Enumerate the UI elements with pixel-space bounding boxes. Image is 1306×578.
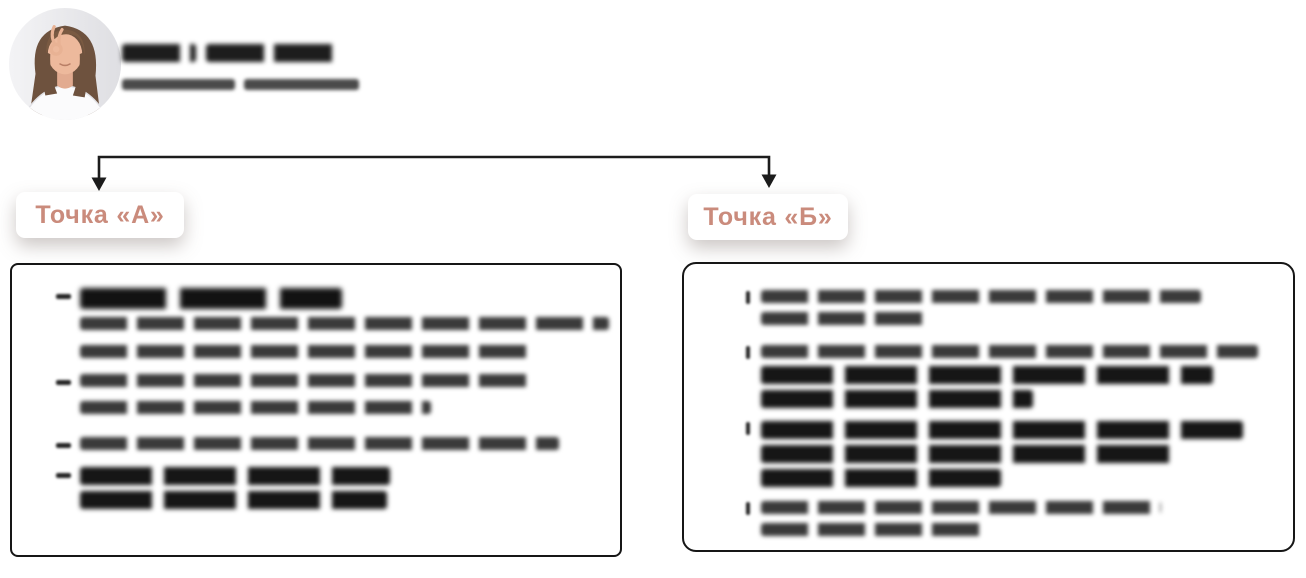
- redacted-text-line: [244, 79, 359, 90]
- redacted-text-line: [80, 288, 342, 309]
- bullet-marker: [746, 291, 750, 304]
- avatar: [6, 5, 124, 123]
- list-item: [56, 437, 602, 450]
- bullet-marker: [746, 346, 750, 359]
- profile-name-redacted: [122, 44, 359, 62]
- redacted-text-line: [80, 345, 532, 358]
- redacted-text-line: [761, 345, 1258, 358]
- bullet-marker: [746, 502, 750, 515]
- item-lines: [80, 467, 390, 509]
- bullet-marker: [56, 473, 71, 478]
- redacted-text-line: [80, 467, 390, 485]
- item-lines: [761, 345, 1258, 408]
- list-item: [56, 288, 609, 358]
- redacted-text-line: [80, 437, 559, 450]
- item-lines: [761, 421, 1243, 487]
- point-b-panel: [682, 262, 1295, 552]
- list-item: [56, 374, 602, 414]
- bullet-marker: [56, 380, 71, 385]
- redacted-text-line: [761, 501, 1161, 514]
- redacted-text-line: [761, 290, 1201, 303]
- redacted-text-line: [122, 79, 235, 90]
- bullet-marker: [746, 422, 750, 435]
- redacted-text-line: [761, 312, 931, 325]
- bullet-marker: [56, 443, 71, 448]
- redacted-text-line: [206, 44, 338, 62]
- item-lines: [80, 437, 559, 450]
- point-a-label: Точка «А»: [35, 200, 165, 229]
- avatar-photo: [8, 7, 122, 121]
- point-b-label: Точка «Б»: [703, 202, 833, 231]
- point-a-panel: [10, 263, 622, 557]
- redacted-text-line: [761, 523, 989, 536]
- arrowhead-b: [761, 174, 777, 188]
- item-lines: [761, 501, 1161, 536]
- list-item: [746, 421, 1277, 487]
- redacted-text-line: [80, 401, 431, 414]
- list-item: [746, 501, 1277, 536]
- item-lines: [80, 288, 609, 358]
- redacted-text-line: [80, 491, 387, 509]
- list-item: [746, 345, 1277, 408]
- profile-text: [122, 44, 359, 90]
- point-a-badge: Точка «А»: [16, 192, 184, 238]
- item-lines: [761, 290, 1201, 325]
- redacted-text-line: [761, 445, 1171, 463]
- arrowhead-a: [91, 177, 107, 191]
- profile-role-redacted: [122, 79, 359, 90]
- redacted-text-line: [761, 469, 1001, 487]
- redacted-text-line: [761, 421, 1243, 439]
- redacted-text-line: [80, 317, 609, 330]
- bullet-marker: [56, 294, 71, 299]
- redacted-text-line: [122, 44, 196, 62]
- list-item: [56, 467, 602, 509]
- list-item: [746, 290, 1277, 325]
- redacted-text-line: [761, 390, 1033, 408]
- redacted-text-line: [761, 366, 1213, 384]
- redacted-text-line: [80, 374, 529, 387]
- item-lines: [80, 374, 529, 414]
- point-b-badge: Точка «Б»: [688, 194, 848, 240]
